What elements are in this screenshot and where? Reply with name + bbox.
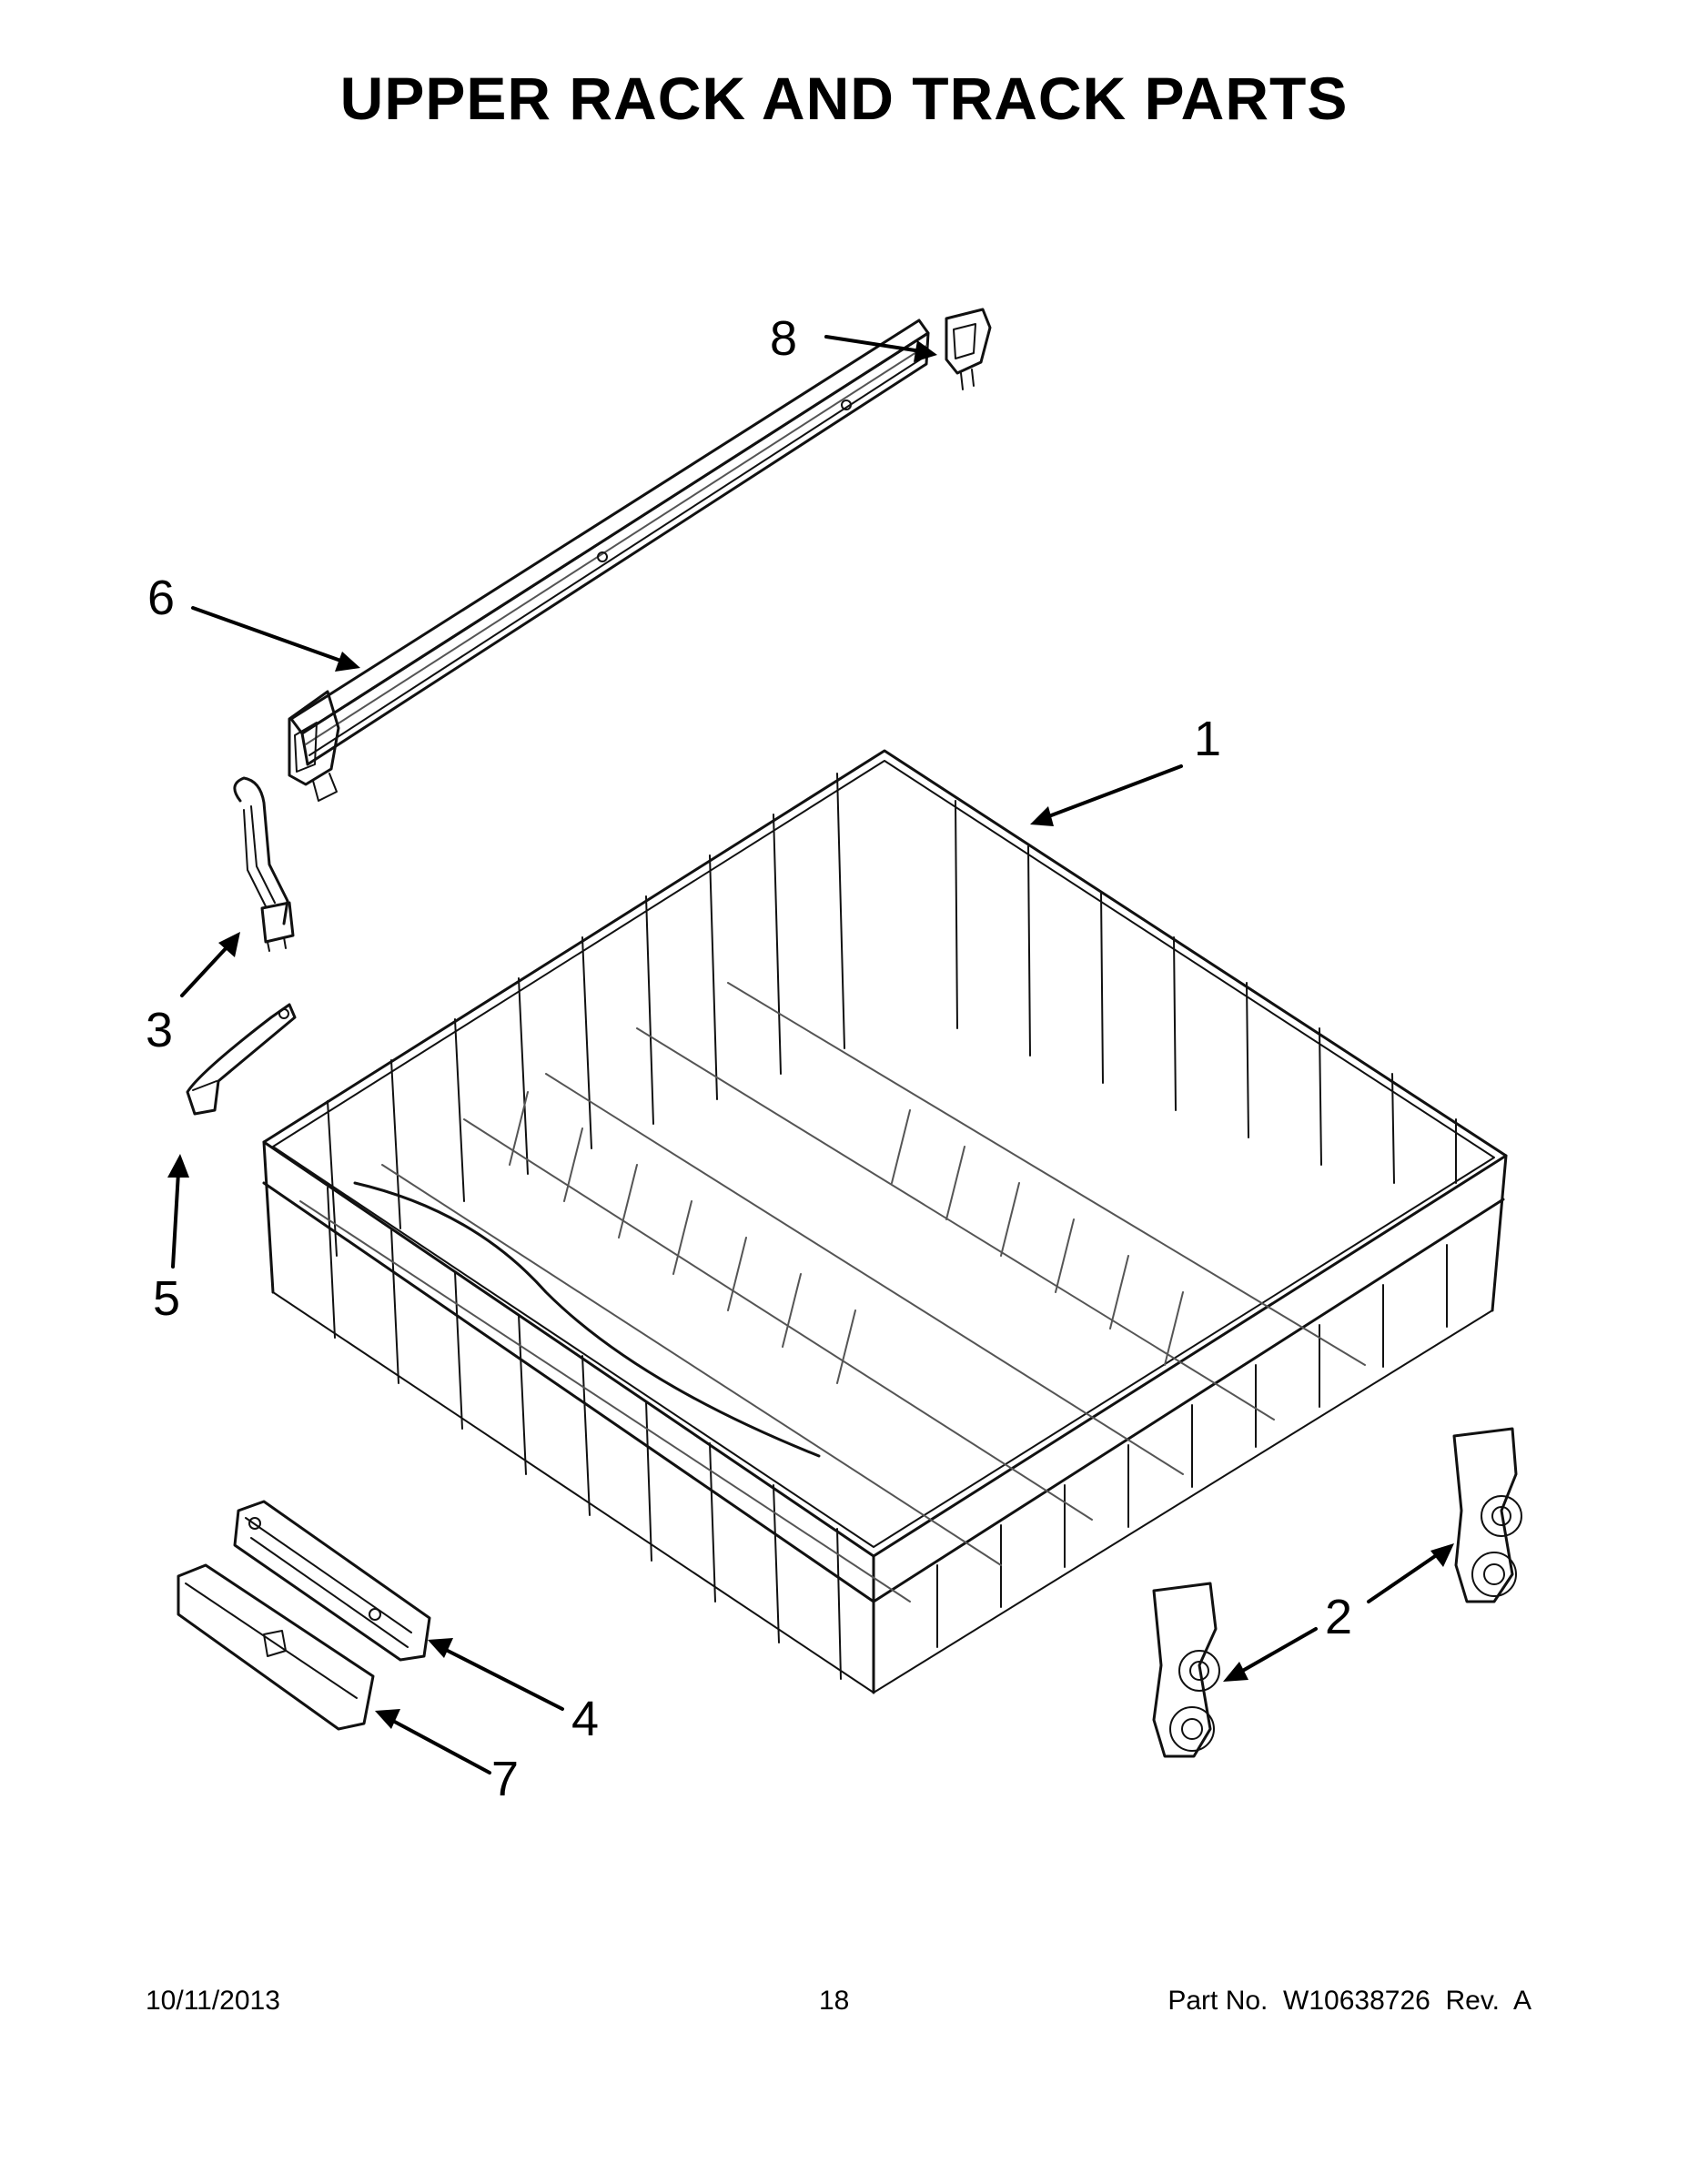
callout-7: 7 [491,1752,520,1806]
page-title: UPPER RACK AND TRACK PARTS [339,65,1349,132]
handle-cover-part [177,1563,375,1731]
upper-rack-part [262,749,1508,1694]
footer-page-number: 18 [819,1986,850,2016]
rack-adjuster-part-left [1152,1582,1220,1758]
callout-5: 5 [153,1271,181,1326]
footer-date: 10/11/2013 [146,1986,280,2016]
callout-6: 6 [147,571,176,625]
callout-2: 2 [1325,1590,1353,1644]
footer-part-number: Part No. W10638726 Rev. A [1167,1986,1531,2016]
leader-arrows [167,335,1454,1774]
track-rail-part [288,318,930,802]
callout-1: 1 [1194,712,1222,766]
rack-stop-part [186,1003,297,1116]
rack-clip-part [233,776,295,952]
callout-8: 8 [770,311,798,366]
rack-adjuster-part-right [1452,1427,1522,1603]
callout-4: 4 [571,1692,600,1746]
rack-handle-part [233,1500,431,1662]
track-end-cap-part [945,308,992,390]
callout-3: 3 [146,1003,174,1057]
